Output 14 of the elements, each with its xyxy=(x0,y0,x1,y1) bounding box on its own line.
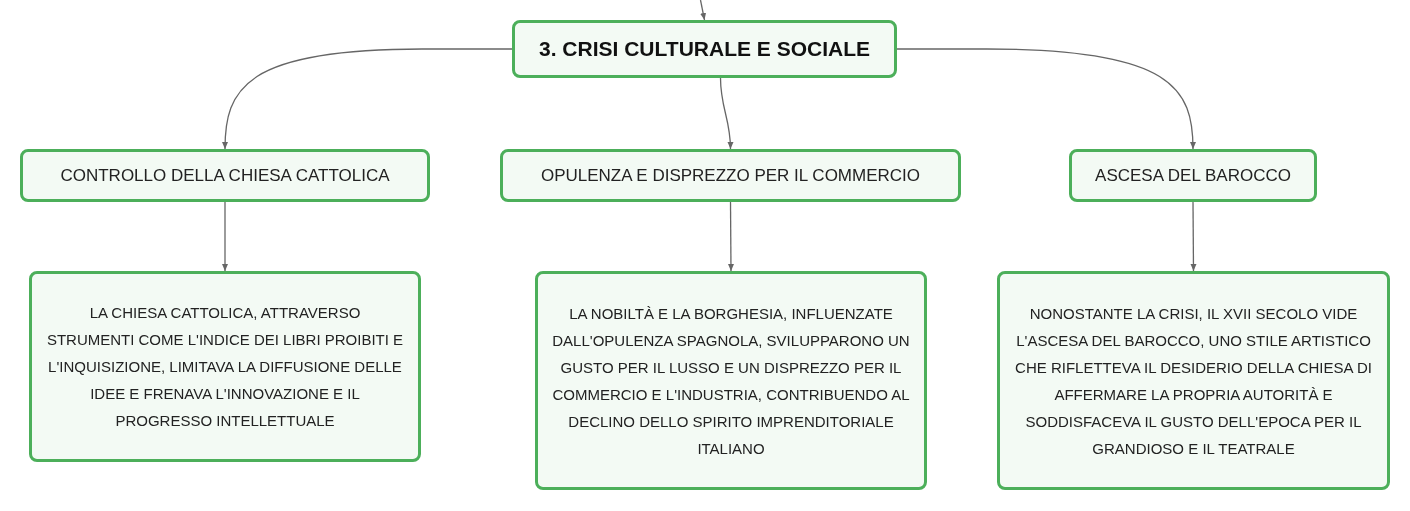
connector-arrow xyxy=(896,48,1196,150)
connector-arrow xyxy=(1190,201,1197,272)
description-box: LA NOBILTÀ E LA BORGHESIA, INFLUENZATE DALL'OPULENZA SPAGNOLA, SVILUPPARONO UN GUSTO PER IL LUSSO E UN DISPREZZO PER IL COMMERCIO E L'INDUSTRIA, CONTRIBUENDO AL DECLINO DELLO SPIRITO IMPRENDITORIALE ITALIANO xyxy=(535,271,927,490)
connector-arrow xyxy=(222,48,513,150)
connector-arrow xyxy=(728,201,734,272)
description-box: LA CHIESA CATTOLICA, ATTRAVERSO STRUMENTI COME L'INDICE DEI LIBRI PROIBITI E L'INQUISIZIONE, LIMITAVA LA DIFFUSIONE DELLE IDEE E FRENAVA L'INNOVAZIONE E IL PROGRESSO INTELLETTUALE xyxy=(29,271,421,462)
central-topic-box: 3. CRISI CULTURALE E SOCIALE xyxy=(512,20,897,78)
topic-box: OPULENZA E DISPREZZO PER IL COMMERCIO xyxy=(500,149,961,202)
description-box: NONOSTANTE LA CRISI, IL XVII SECOLO VIDE L'ASCESA DEL BAROCCO, UNO STILE ARTISTICO CHE RIFLETTEVA IL DESIDERIO DELLA CHIESA DI AFFERMARE LA PROPRIA AUTORITÀ E SODDISFACEVA IL GUSTO DELL'EPOCA PER IL GRANDIOSO E IL TEATRALE xyxy=(997,271,1390,490)
connector-arrow xyxy=(719,77,734,150)
connector-arrow xyxy=(699,0,707,21)
topic-box: ASCESA DEL BAROCCO xyxy=(1069,149,1317,202)
topic-box: CONTROLLO DELLA CHIESA CATTOLICA xyxy=(20,149,430,202)
connector-arrow xyxy=(222,201,228,272)
